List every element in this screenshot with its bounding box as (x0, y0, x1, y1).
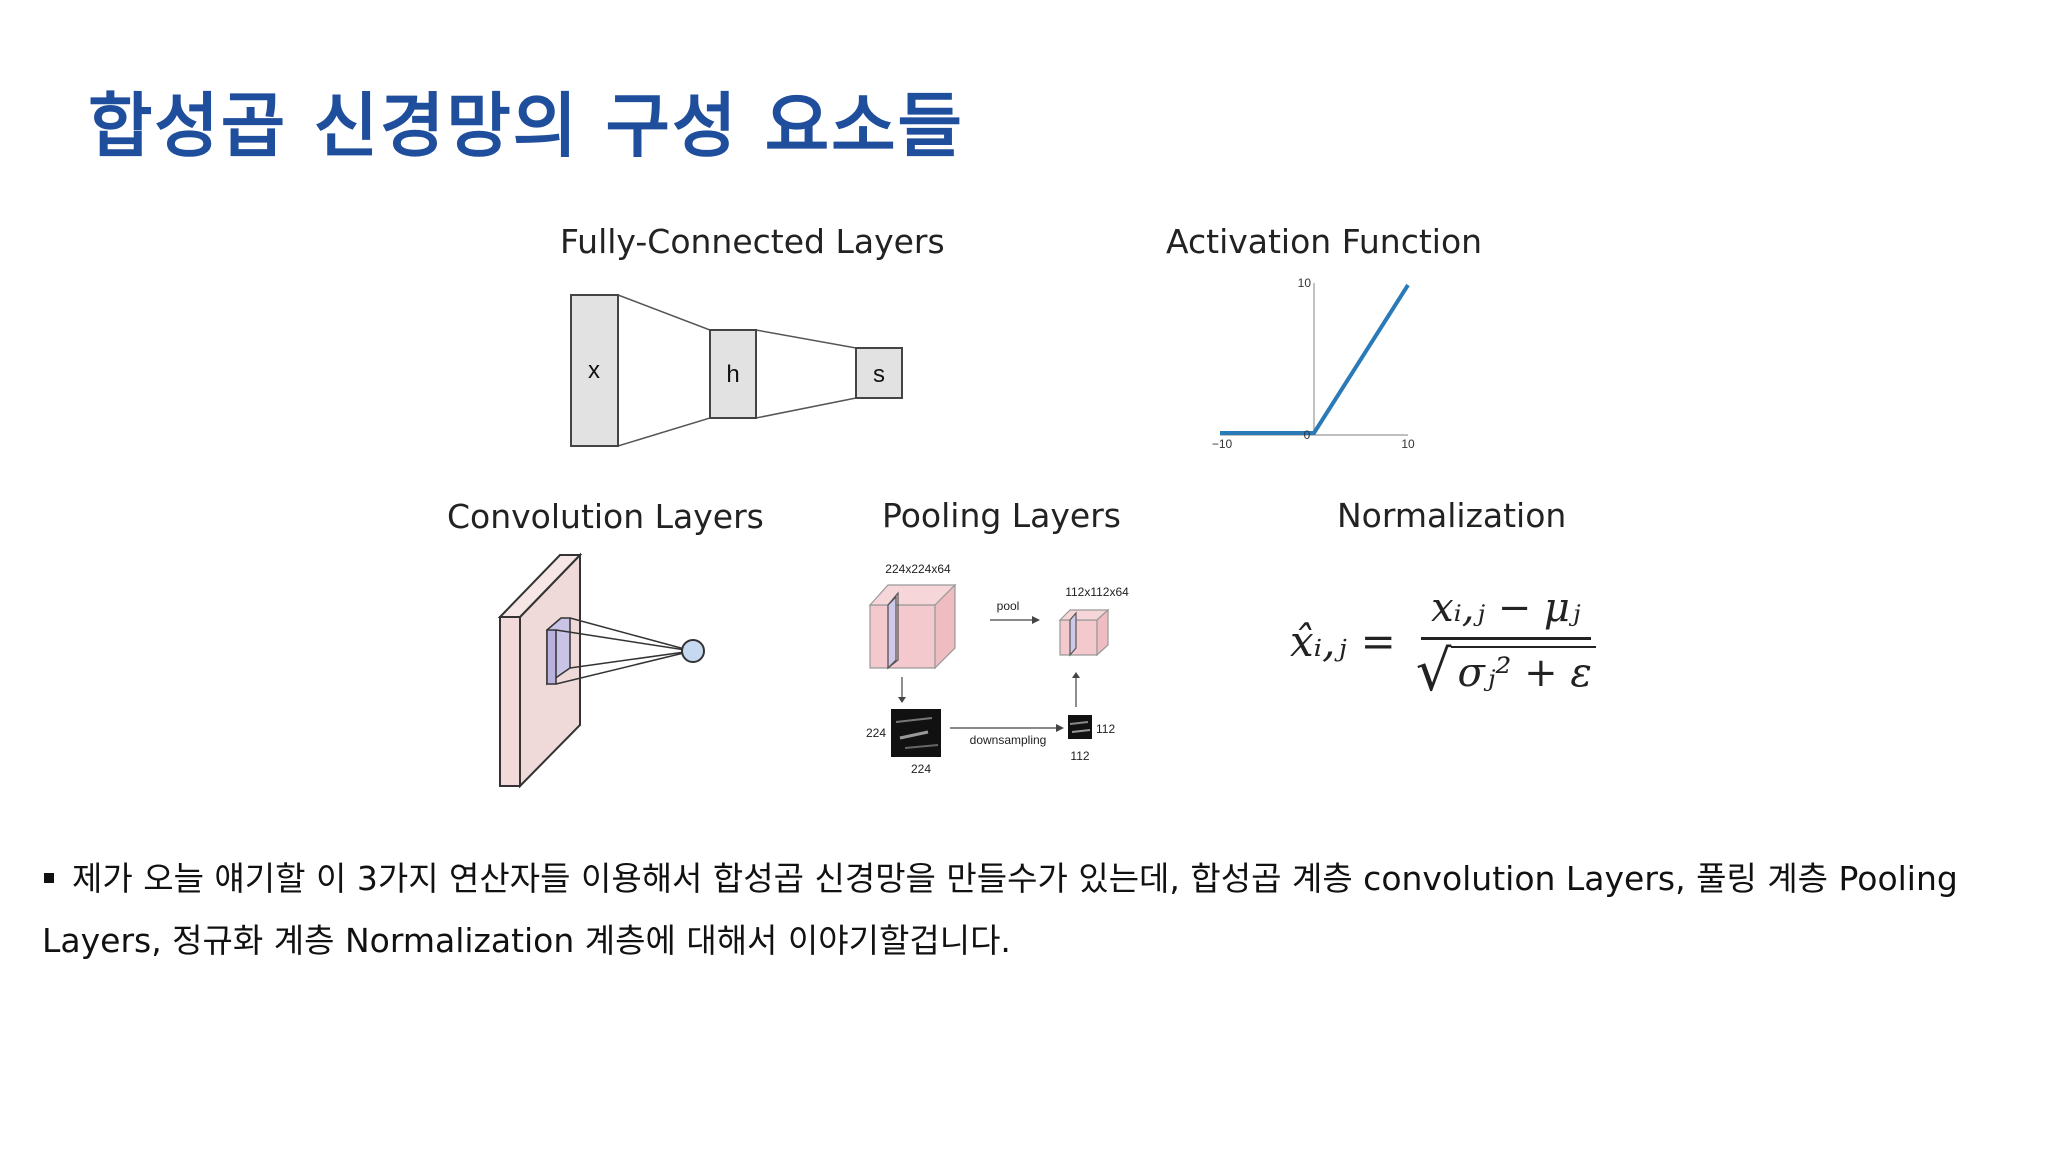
formula-variance-term: σⱼ² + ε (1451, 646, 1596, 696)
pool-output-slice (1069, 611, 1077, 657)
activation-plot: 10 −10 0 10 (1212, 276, 1415, 450)
conv-output-neuron (681, 639, 705, 663)
pool-label: pool (997, 599, 1020, 613)
conv-kernel-front (546, 629, 557, 685)
pool-out-w: 112 (1070, 749, 1089, 763)
slide-title: 합성곱 신경망의 구성 요소들 (88, 85, 964, 167)
tick-y-max: 10 (1298, 276, 1312, 290)
tick-x-min: −10 (1212, 437, 1233, 450)
pool-input-cube-front (869, 604, 936, 669)
pool-in-w: 224 (911, 762, 931, 776)
bullet-icon (44, 873, 54, 883)
pool-output-image (1068, 715, 1092, 739)
fc-label-h: h (726, 361, 739, 388)
fc-panel-title: Fully-Connected Layers (560, 222, 945, 261)
formula-fraction: xᵢ,ⱼ − μⱼ √ σⱼ² + ε (1415, 585, 1596, 704)
pool-input-image (891, 709, 941, 757)
downsampling-label: downsampling (970, 733, 1047, 747)
relu-curve (1220, 283, 1410, 435)
activation-panel-title: Activation Function (1166, 222, 1483, 261)
fc-connection-h-s (755, 329, 857, 419)
pool-in-h: 224 (866, 726, 886, 740)
conv-slab-front (499, 616, 521, 787)
tick-origin: 0 (1304, 428, 1311, 442)
sqrt-sign: √ (1415, 639, 1452, 704)
pooling-panel-title: Pooling Layers (882, 496, 1121, 535)
conv-slab-top (497, 554, 583, 618)
fc-connection-x-h (617, 293, 711, 448)
batchnorm-formula: x̂ᵢ,ⱼ = xᵢ,ⱼ − μⱼ √ σⱼ² + ε (1290, 585, 1596, 704)
slide-body-text: 제가 오늘 얘기할 이 3가지 연산자들 이용해서 합성곱 신경망을 만들수가 … (42, 848, 2006, 972)
pool-output-cube-front (1059, 619, 1098, 656)
pool-input-dims: 224x224x64 (885, 562, 951, 576)
fc-layer-s (855, 347, 903, 399)
pooling-diagram: 224x224x64 pool 112x112x64 224 224 downs… (866, 562, 1129, 776)
pool-output-dims: 112x112x64 (1065, 585, 1129, 599)
pool-output-cube-side (1096, 608, 1109, 657)
fc-layer-h (709, 329, 757, 419)
tick-x-max: 10 (1401, 437, 1415, 450)
pool-out-h: 112 (1096, 722, 1115, 736)
fc-label-x: x (588, 357, 600, 384)
formula-numerator: xᵢ,ⱼ − μⱼ (1421, 585, 1591, 640)
pool-input-cube-side (934, 583, 956, 670)
conv-diagram (497, 552, 705, 789)
formula-lhs: x̂ᵢ,ⱼ (1290, 617, 1347, 666)
norm-panel-title: Normalization (1337, 496, 1567, 535)
fc-diagram: x h s (570, 293, 903, 448)
formula-denominator: √ σⱼ² + ε (1415, 639, 1596, 704)
fc-label-s: s (873, 361, 885, 388)
formula-equals: = (1360, 617, 1396, 666)
slide-body-content: 제가 오늘 얘기할 이 3가지 연산자들 이용해서 합성곱 신경망을 만들수가 … (42, 859, 1958, 960)
pool-input-slice (887, 595, 897, 670)
conv-panel-title: Convolution Layers (447, 497, 764, 536)
fc-layer-x (570, 294, 619, 447)
